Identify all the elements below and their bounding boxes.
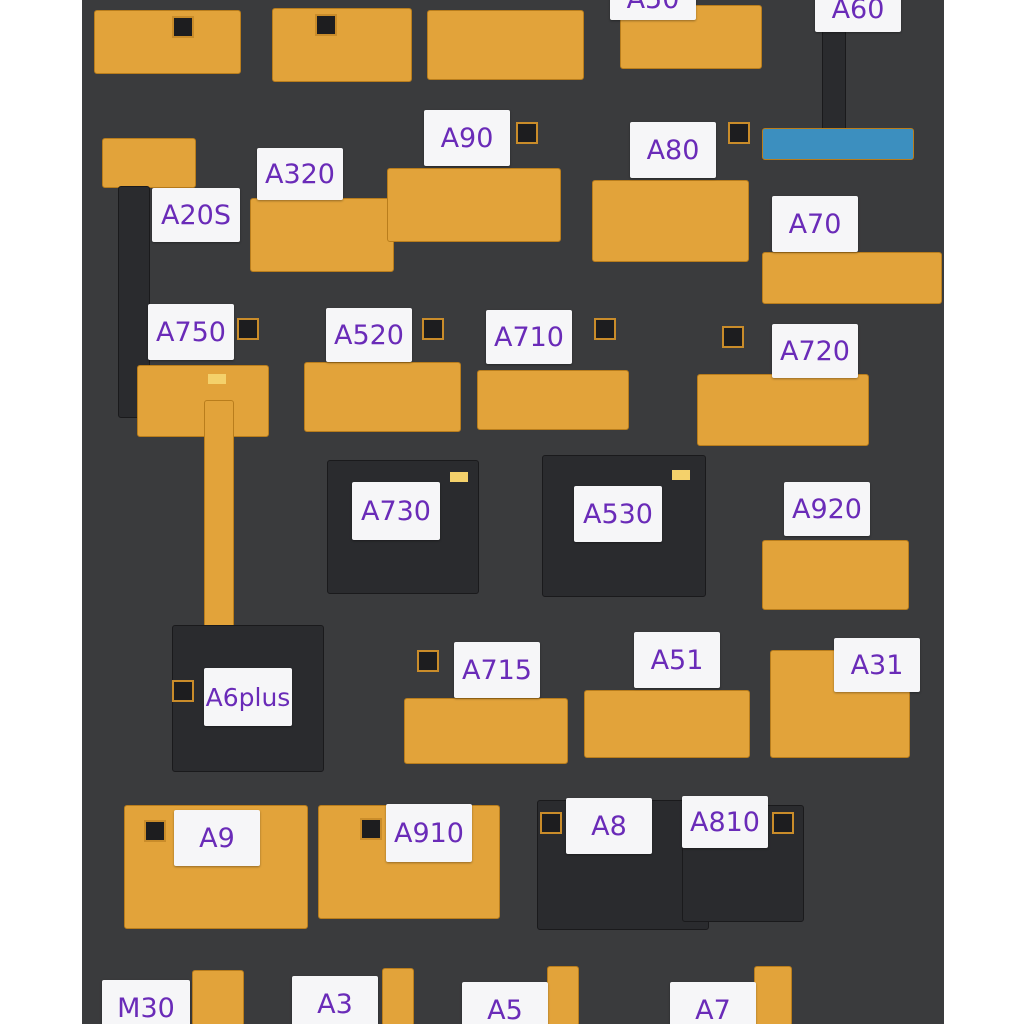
chip	[417, 650, 439, 672]
label-a910: A910	[386, 804, 472, 862]
label-a50: A50	[610, 0, 696, 20]
label-a530: A530	[574, 486, 662, 542]
flex-cable	[102, 138, 196, 188]
label-a31: A31	[834, 638, 920, 692]
chip	[540, 812, 562, 834]
flex-cable	[427, 10, 584, 80]
label-a810: A810	[682, 796, 768, 848]
gold-pad	[208, 374, 226, 384]
chip	[772, 812, 794, 834]
chip	[237, 318, 259, 340]
chip	[422, 318, 444, 340]
flex-cable	[137, 365, 269, 437]
label-a20s: A20S	[152, 188, 240, 242]
chip	[360, 818, 382, 840]
flex-cable	[192, 970, 244, 1024]
label-a51: A51	[634, 632, 720, 688]
gold-pad	[672, 470, 690, 480]
label-a9: A9	[174, 810, 260, 866]
flex-cable	[382, 968, 414, 1024]
flex-cable	[762, 252, 942, 304]
chip	[315, 14, 337, 36]
label-a6plus: A6plus	[204, 668, 292, 726]
flex-cable	[697, 374, 869, 446]
chip	[144, 820, 166, 842]
flex-cable	[762, 540, 909, 610]
label-a920: A920	[784, 482, 870, 536]
flex-cable	[404, 698, 568, 764]
right-white-margin	[944, 0, 1024, 1024]
flex-cable	[592, 180, 749, 262]
label-a7: A7	[670, 982, 756, 1024]
chip	[172, 680, 194, 702]
chip	[728, 122, 750, 144]
label-a90: A90	[424, 110, 510, 166]
flex-cable	[94, 10, 241, 74]
left-white-margin	[0, 0, 82, 1024]
label-a730: A730	[352, 482, 440, 540]
flex-cable	[584, 690, 750, 758]
flex-cable	[304, 362, 461, 432]
flex-cable	[547, 966, 579, 1024]
display-board: A50 A60 A90 A80 A320 A20S A70 A750 A520 …	[82, 0, 944, 1024]
flex-cable	[822, 30, 846, 142]
chip	[594, 318, 616, 340]
flex-cable	[204, 400, 234, 647]
gold-pad	[450, 472, 468, 482]
flex-cable	[387, 168, 561, 242]
label-m30: M30	[102, 980, 190, 1024]
label-a520: A520	[326, 308, 412, 362]
label-a715: A715	[454, 642, 540, 698]
chip	[516, 122, 538, 144]
label-a8: A8	[566, 798, 652, 854]
label-a320: A320	[257, 148, 343, 200]
label-a5: A5	[462, 982, 548, 1024]
label-a750: A750	[148, 304, 234, 360]
flex-cable	[477, 370, 629, 430]
chip	[722, 326, 744, 348]
label-a710: A710	[486, 310, 572, 364]
flex-cable	[754, 966, 792, 1024]
label-a60: A60	[815, 0, 901, 32]
flex-cable	[118, 186, 150, 418]
label-a70: A70	[772, 196, 858, 252]
chip	[172, 16, 194, 38]
flex-cable	[272, 8, 412, 82]
flex-cable	[762, 128, 914, 160]
label-a3: A3	[292, 976, 378, 1024]
label-a80: A80	[630, 122, 716, 178]
flex-cable	[250, 198, 394, 272]
label-a720: A720	[772, 324, 858, 378]
